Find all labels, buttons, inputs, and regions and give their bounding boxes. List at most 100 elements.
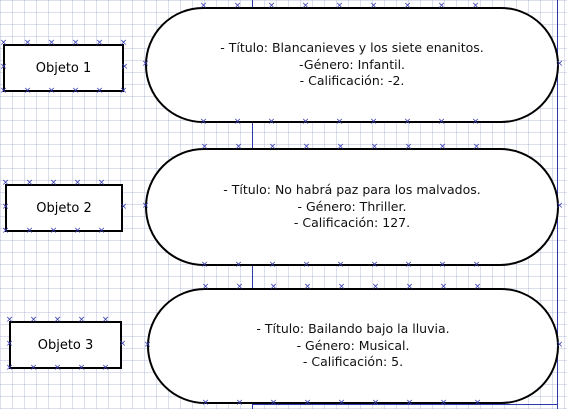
x-handle-icon: × xyxy=(471,1,480,11)
x-handle-icon: × xyxy=(405,282,414,292)
x-handle-icon: × xyxy=(141,59,150,69)
x-handle-icon: × xyxy=(5,363,14,373)
object-details-3[interactable]: - Título: Bailando bajo la lluvia. - Gén… xyxy=(147,288,559,404)
x-handle-icon: × xyxy=(370,142,379,152)
x-handle-icon: × xyxy=(267,1,276,11)
x-handle-icon: × xyxy=(437,1,446,11)
genre-line: - Género: Musical. xyxy=(296,337,410,353)
x-handle-icon: × xyxy=(200,260,209,270)
x-handle-icon: × xyxy=(233,117,242,127)
x-handle-icon: × xyxy=(5,315,14,325)
x-handle-icon: × xyxy=(437,117,446,127)
x-handle-icon: × xyxy=(0,38,8,48)
x-handle-icon: × xyxy=(403,117,412,127)
object-details-1[interactable]: - Título: Blancanieves y los siete enani… xyxy=(145,7,559,123)
object-label: Objeto 1 xyxy=(35,60,92,76)
x-handle-icon: × xyxy=(405,398,414,408)
x-handle-icon: × xyxy=(49,226,58,236)
x-handle-icon: × xyxy=(119,38,128,48)
object-box-3[interactable]: Objeto 3 xyxy=(9,321,122,369)
x-handle-icon: × xyxy=(95,38,104,48)
x-handle-icon: × xyxy=(371,398,380,408)
x-handle-icon: × xyxy=(555,201,564,211)
x-handle-icon: × xyxy=(337,282,346,292)
x-handle-icon: × xyxy=(29,315,38,325)
x-handle-icon: × xyxy=(143,340,152,350)
x-handle-icon: × xyxy=(369,117,378,127)
x-handle-icon: × xyxy=(301,1,310,11)
x-handle-icon: × xyxy=(73,178,82,188)
object-details-2[interactable]: - Título: No habrá paz para los malvados… xyxy=(145,148,559,266)
x-handle-icon: × xyxy=(337,398,346,408)
x-handle-icon: × xyxy=(49,178,58,188)
x-handle-icon: × xyxy=(1,226,10,236)
x-handle-icon: × xyxy=(370,260,379,270)
x-handle-icon: × xyxy=(303,398,312,408)
x-handle-icon: × xyxy=(119,202,128,212)
x-handle-icon: × xyxy=(404,142,413,152)
x-handle-icon: × xyxy=(235,398,244,408)
title-line: - Título: No habrá paz para los malvados… xyxy=(223,182,481,198)
x-handle-icon: × xyxy=(555,340,564,350)
x-handle-icon: × xyxy=(101,363,110,373)
x-handle-icon: × xyxy=(201,398,210,408)
x-handle-icon: × xyxy=(77,315,86,325)
x-handle-icon: × xyxy=(335,117,344,127)
x-handle-icon: × xyxy=(199,1,208,11)
x-handle-icon: × xyxy=(473,282,482,292)
x-handle-icon: × xyxy=(47,86,56,96)
x-handle-icon: × xyxy=(301,117,310,127)
x-handle-icon: × xyxy=(438,260,447,270)
x-handle-icon: × xyxy=(1,178,10,188)
x-handle-icon: × xyxy=(439,398,448,408)
x-handle-icon: × xyxy=(438,142,447,152)
x-handle-icon: × xyxy=(235,282,244,292)
object-box-1[interactable]: Objeto 1 xyxy=(3,44,124,92)
connector-line-bottom xyxy=(252,404,557,405)
x-handle-icon: × xyxy=(269,398,278,408)
x-handle-icon: × xyxy=(200,142,209,152)
object-box-2[interactable]: Objeto 2 xyxy=(5,184,123,232)
x-handle-icon: × xyxy=(23,86,32,96)
x-handle-icon: × xyxy=(268,260,277,270)
x-handle-icon: × xyxy=(97,178,106,188)
x-handle-icon: × xyxy=(1,202,10,212)
x-handle-icon: × xyxy=(73,226,82,236)
x-handle-icon: × xyxy=(336,142,345,152)
x-handle-icon: × xyxy=(371,282,380,292)
x-handle-icon: × xyxy=(233,1,242,11)
x-handle-icon: × xyxy=(120,62,129,72)
x-handle-icon: × xyxy=(403,1,412,11)
x-handle-icon: × xyxy=(471,117,480,127)
object-label: Objeto 3 xyxy=(37,337,94,353)
x-handle-icon: × xyxy=(71,38,80,48)
x-handle-icon: × xyxy=(555,59,564,69)
x-handle-icon: × xyxy=(473,398,482,408)
x-handle-icon: × xyxy=(71,86,80,96)
x-handle-icon: × xyxy=(199,117,208,127)
x-handle-icon: × xyxy=(47,38,56,48)
x-handle-icon: × xyxy=(77,363,86,373)
x-handle-icon: × xyxy=(404,260,413,270)
x-handle-icon: × xyxy=(335,1,344,11)
rating-line: - Calificación: 127. xyxy=(293,215,411,231)
x-handle-icon: × xyxy=(29,363,38,373)
x-handle-icon: × xyxy=(25,226,34,236)
x-handle-icon: × xyxy=(0,62,8,72)
rating-line: - Calificación: 5. xyxy=(302,354,404,370)
x-handle-icon: × xyxy=(5,339,14,349)
x-handle-icon: × xyxy=(101,315,110,325)
x-handle-icon: × xyxy=(201,282,210,292)
x-handle-icon: × xyxy=(23,38,32,48)
x-handle-icon: × xyxy=(303,282,312,292)
object-label: Objeto 2 xyxy=(36,200,92,216)
x-handle-icon: × xyxy=(302,142,311,152)
x-handle-icon: × xyxy=(439,282,448,292)
x-handle-icon: × xyxy=(53,363,62,373)
x-handle-icon: × xyxy=(25,178,34,188)
x-handle-icon: × xyxy=(0,86,8,96)
x-handle-icon: × xyxy=(97,226,106,236)
x-handle-icon: × xyxy=(472,142,481,152)
x-handle-icon: × xyxy=(302,260,311,270)
